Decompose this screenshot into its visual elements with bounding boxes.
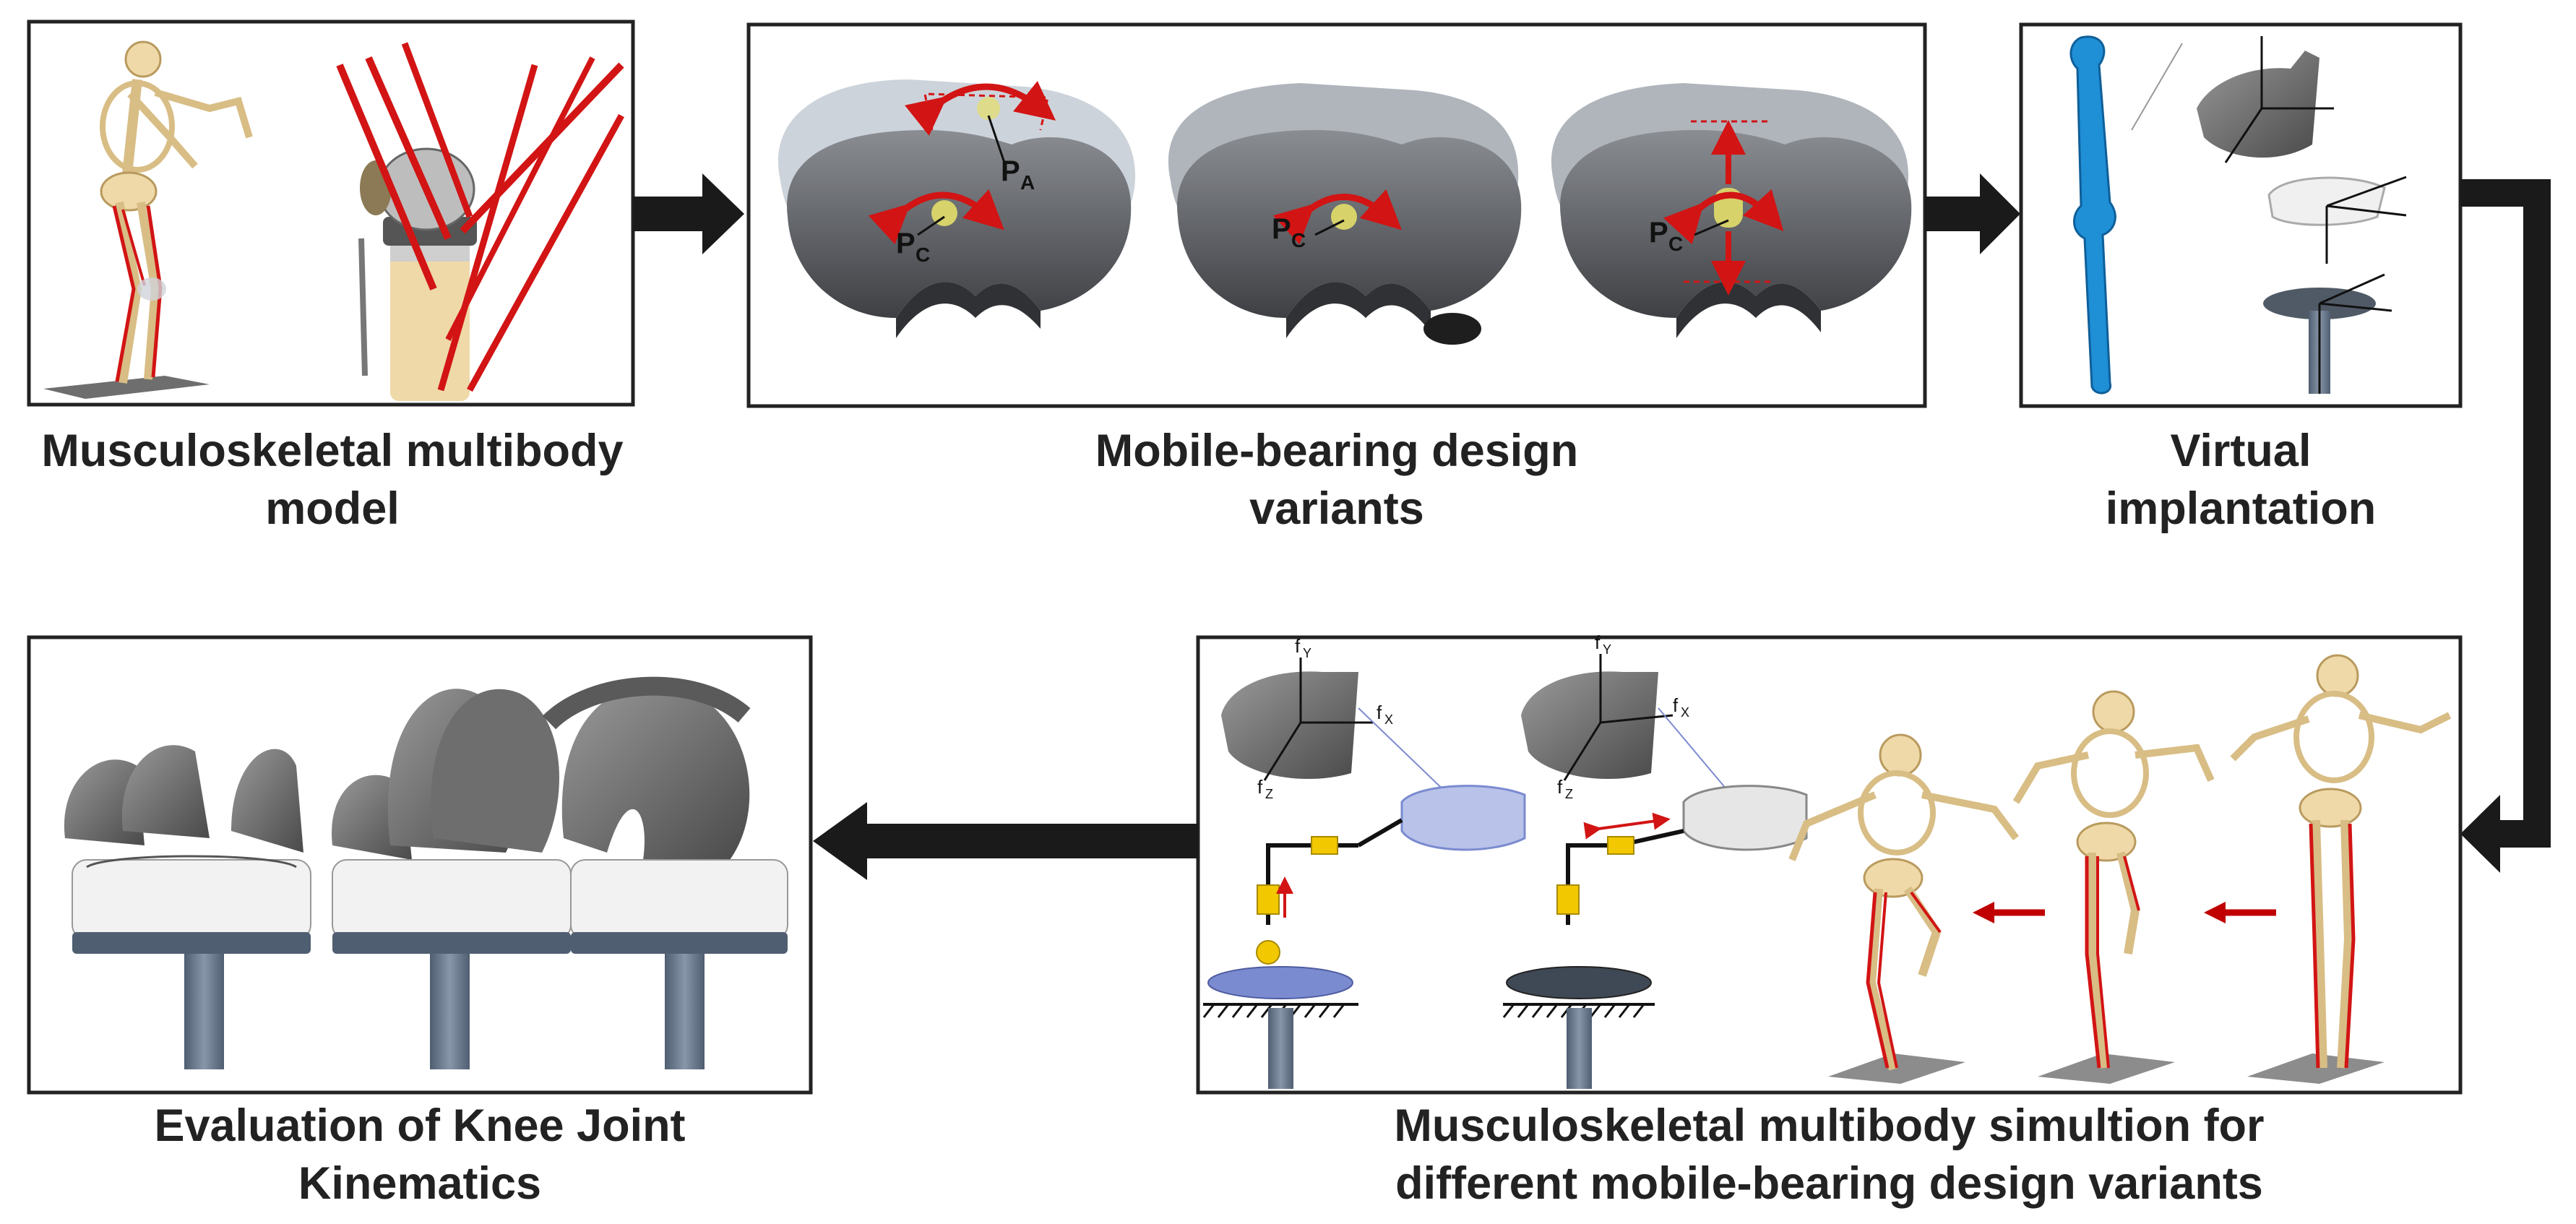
point-subscript-c3: C: [1668, 233, 1683, 255]
panel-frame: [1196, 635, 2463, 1095]
flow-arrow-1: [633, 173, 744, 254]
implant-assembly-3: [542, 676, 788, 1069]
flow-arrow-3: [2460, 179, 2551, 873]
tibial-component: [2263, 273, 2392, 394]
caption-line: implantation: [2105, 483, 2377, 534]
axis-sub-fx-1: X: [1384, 712, 1393, 727]
implant-assembly-2: [332, 689, 572, 1069]
axis-label-fx-1: f: [1377, 702, 1382, 723]
skeleton-pose-3: [2230, 654, 2452, 1069]
motion-arrow-2: [2204, 902, 2276, 923]
bearing-variant-1: P A P C: [777, 79, 1136, 338]
panel-evaluation: [27, 635, 813, 1095]
caption-evaluation: Evaluation of Knee Joint Kinematics: [29, 1097, 811, 1212]
caption-virtual-implantation: Virtual implantation: [2021, 422, 2460, 538]
femoral-component: [2197, 36, 2334, 163]
axis-label-fx-2: f: [1673, 694, 1679, 716]
axis-sub-fy-1: Y: [1303, 646, 1311, 660]
knee-closeup: [336, 42, 624, 401]
caption-line: Musculoskeletal multibody: [41, 426, 624, 476]
point-subscript-c1: C: [916, 243, 930, 266]
caption-line: model: [265, 483, 400, 534]
axis-sub-fy-2: Y: [1603, 642, 1611, 657]
point-label-c3: P: [1649, 217, 1668, 249]
caption-line: Evaluation of Knee Joint: [154, 1100, 686, 1151]
caption-line: variants: [1249, 483, 1424, 534]
caption-line: Virtual: [2170, 426, 2312, 476]
caption-line: Musculoskeletal multibody simultion for: [1394, 1100, 2265, 1151]
point-label-a: P: [1001, 155, 1020, 187]
point-subscript-a: A: [1020, 171, 1035, 194]
caption-line: Kinematics: [298, 1158, 542, 1209]
skeleton-pose-2: [2012, 690, 2215, 1069]
floor-plate: [43, 376, 210, 399]
implant-assembly-1: [64, 745, 311, 1069]
axis-label-fy-2: f: [1595, 632, 1601, 653]
bearing-insert: [2267, 176, 2407, 264]
caption-line: Mobile-bearing design: [1095, 426, 1579, 476]
skeleton-pose-1: [1788, 733, 2019, 1071]
axis-sub-fx-2: X: [1681, 705, 1689, 720]
caption-line: different mobile-bearing design variants: [1395, 1158, 2263, 1209]
bearing-variant-3: P C: [1551, 83, 1912, 338]
caption-simulation: Musculoskeletal multibody simultion for …: [1198, 1097, 2460, 1212]
panel-virtual-implantation: [2019, 22, 2463, 408]
panel-design-variants: P A P C P C P: [746, 22, 1927, 408]
point-subscript-c2: C: [1291, 229, 1306, 251]
flow-arrow-2: [1925, 173, 2020, 254]
axis-label-fy-1: f: [1295, 635, 1301, 657]
axis-label-fz-2: f: [1557, 776, 1563, 798]
axis-sub-fz-1: Z: [1265, 787, 1273, 801]
caption-musculoskeletal-model: Musculoskeletal multibody model: [14, 422, 650, 538]
caption-design-variants: Mobile-bearing design variants: [749, 422, 1925, 538]
schematic-right: f Y f X f Z: [1502, 632, 1808, 1089]
bone-model: [2069, 35, 2116, 395]
skeleton-figure: [100, 40, 253, 384]
point-label-c1: P: [896, 228, 916, 259]
panel-simulation: f Y f X f Z f Y f: [1196, 632, 2463, 1095]
axis-sub-fz-2: Z: [1565, 787, 1573, 801]
skeleton-sequence: [1788, 654, 2452, 1084]
axis-label-fz-1: f: [1257, 776, 1263, 798]
motion-arrow-1: [1973, 902, 2045, 923]
point-label-c2: P: [1272, 213, 1291, 245]
flow-arrow-4: [813, 802, 1198, 880]
panel-musculoskeletal-model: [27, 20, 635, 407]
bearing-variant-2: P C: [1168, 83, 1522, 345]
schematic-left: f Y f X f Z: [1202, 635, 1526, 1089]
